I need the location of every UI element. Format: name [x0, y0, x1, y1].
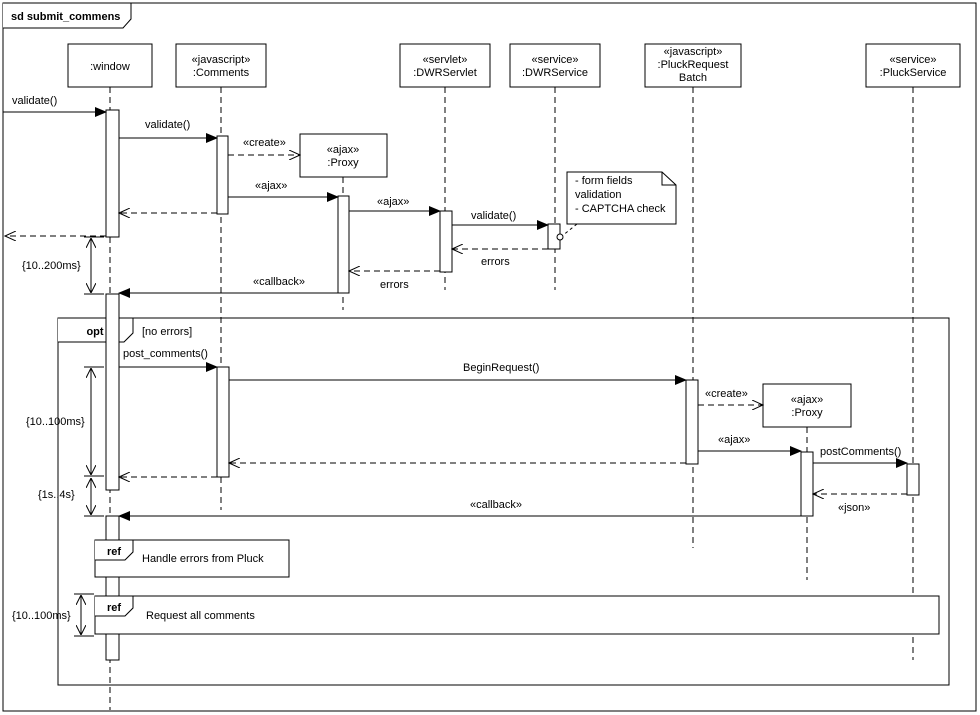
constraint-label: {10..100ms}	[26, 416, 85, 428]
frame-title: sd submit_commens	[11, 11, 120, 23]
msg-label: post_comments()	[123, 348, 208, 360]
msg-label: validate()	[145, 119, 190, 131]
ref-label: ref	[107, 602, 121, 614]
lifeline-stereotype: «javascript»	[192, 54, 251, 66]
lifeline-pluckrequestbatch[interactable]: «javascript» :PluckRequest Batch	[644, 43, 742, 88]
ref-label: ref	[107, 546, 121, 558]
lifeline-dwrservice[interactable]: «service» :DWRService	[509, 43, 601, 88]
lifeline-stereotype: «service»	[889, 54, 936, 66]
lifeline-name: :DWRService	[522, 67, 588, 79]
ref-text: Handle errors from Pluck	[142, 553, 264, 565]
lifeline-stereotype: «ajax»	[327, 144, 359, 156]
msg-label: «callback»	[470, 499, 522, 511]
note-line: validation	[575, 189, 621, 201]
lifeline-pluckservice[interactable]: «service» :PluckService	[865, 43, 961, 88]
opt-label: opt	[86, 326, 103, 338]
msg-label: BeginRequest()	[463, 362, 539, 374]
msg-label: errors	[380, 279, 409, 291]
msg-label: «callback»	[253, 276, 305, 288]
note: - form fields validation - CAPTCHA check	[556, 171, 677, 241]
msg-label: validate()	[471, 210, 516, 222]
msg-label: «create»	[705, 388, 748, 400]
duration-constraints	[74, 236, 104, 637]
msg-label: «ajax»	[255, 180, 287, 192]
lifeline-window[interactable]: :window	[67, 43, 153, 88]
msg-label: «ajax»	[377, 196, 409, 208]
msg-label: «create»	[243, 137, 286, 149]
frame-tab	[3, 2, 132, 29]
constraint-label: {10..100ms}	[12, 610, 71, 622]
lifeline-stereotype: «javascript»	[664, 46, 723, 58]
msg-label: «json»	[838, 502, 870, 514]
lifeline-comments[interactable]: «javascript» :Comments	[175, 43, 267, 88]
lifeline-proxy-1[interactable]: «ajax» :Proxy	[299, 133, 388, 178]
lifeline-proxy-2[interactable]: «ajax» :Proxy	[762, 383, 852, 428]
lifeline-name: :Proxy	[791, 407, 823, 419]
lifeline-stereotype: «service»	[531, 54, 578, 66]
opt-guard: [no errors]	[142, 326, 192, 338]
constraint-label: {10..200ms}	[22, 260, 81, 272]
msg-label: validate()	[12, 95, 57, 107]
constraint-label: {1s..4s}	[38, 489, 75, 501]
ref-request-all-comments[interactable]: ref Request all comments	[94, 595, 940, 635]
msg-label: errors	[481, 256, 510, 268]
lifeline-name: :Proxy	[327, 157, 359, 169]
lifeline-dwrservlet[interactable]: «servlet» :DWRServlet	[399, 43, 491, 88]
lifeline-name: :PluckService	[880, 67, 947, 79]
lifeline-stereotype: «ajax»	[791, 394, 823, 406]
lifeline-stereotype: «servlet»	[423, 54, 468, 66]
note-line: - CAPTCHA check	[575, 203, 666, 215]
lifeline-name: :window	[90, 61, 130, 73]
msg-label: «ajax»	[718, 434, 750, 446]
lifeline-name: :DWRServlet	[413, 67, 477, 79]
messages	[3, 107, 908, 521]
ref-text: Request all comments	[146, 610, 255, 622]
lifeline-name-line2: Batch	[679, 72, 707, 84]
lifeline-name: :Comments	[193, 67, 250, 79]
ref-handle-errors[interactable]: ref Handle errors from Pluck	[94, 539, 290, 578]
lifeline-name: :PluckRequest	[658, 59, 729, 71]
note-line: - form fields	[575, 175, 633, 187]
msg-label: postComments()	[820, 446, 901, 458]
